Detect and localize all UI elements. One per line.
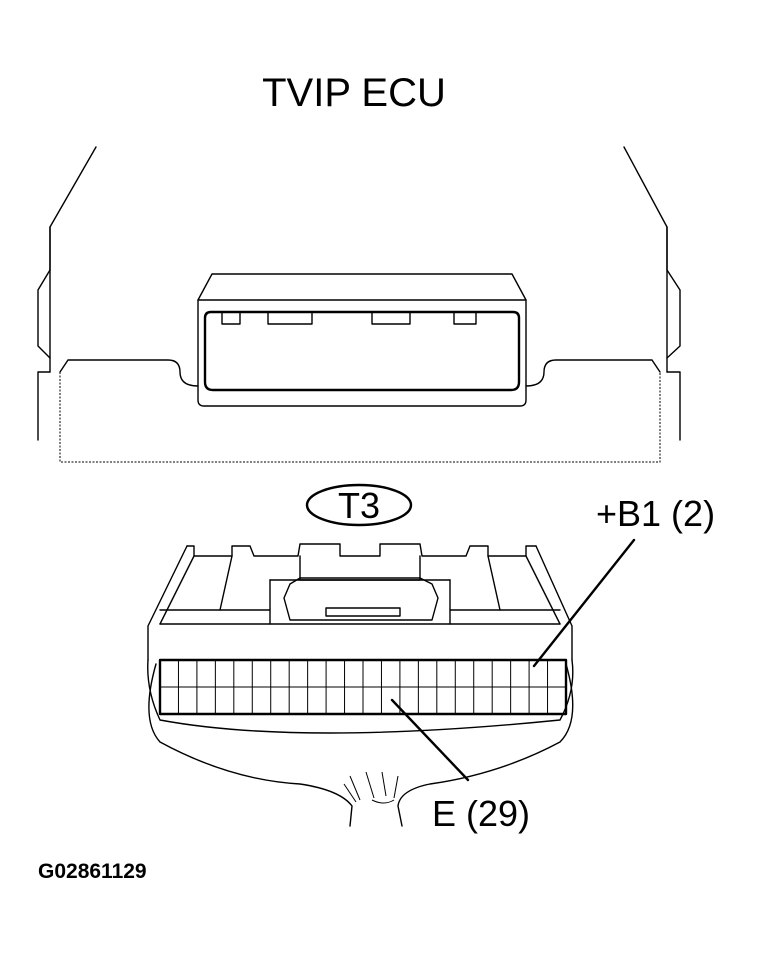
harness-connector	[147, 543, 574, 827]
figure-id: G02861129	[38, 860, 147, 883]
connector-tag: T3	[305, 483, 413, 527]
terminal-grid	[177, 660, 549, 714]
diagram-title: TVIP ECU	[262, 71, 446, 115]
ecu-body	[37, 146, 681, 463]
callout-leader-e	[390, 698, 470, 782]
callout-e-label: E (29)	[432, 793, 530, 834]
callout-b1-label: +B1 (2)	[596, 493, 715, 534]
ecu-socket	[197, 273, 527, 407]
connector-tag-label: T3	[338, 485, 380, 526]
callout-leader-b1	[532, 538, 636, 668]
